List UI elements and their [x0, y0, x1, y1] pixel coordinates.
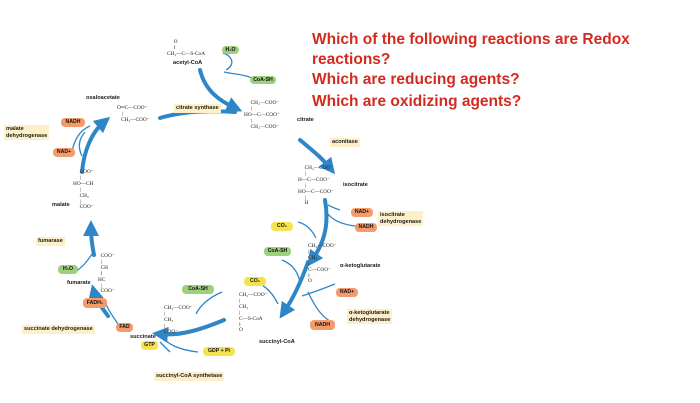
isocitrate-structure: CH₂—COO⁻ | H—C—COO⁻ | HO—C—COO⁻ | H	[298, 165, 334, 207]
malate-structure: COO⁻ | HO—CH | CH₂ | COO⁻	[73, 169, 94, 211]
arrow-isocitrate-dh	[307, 198, 329, 267]
acetyl-coa-structure: O ‖ CH₃—C—S-CoA	[167, 39, 206, 57]
h2o-top-pill: H₂O	[222, 46, 239, 54]
isocitrate-label: isocitrate	[343, 182, 368, 188]
ketoglutarate-label: α-ketoglutarate	[340, 263, 381, 269]
fadh2-pill: FADH₂	[83, 298, 107, 308]
citrate-label: citrate	[297, 117, 314, 123]
succinate-label: succinate	[130, 334, 156, 340]
kg-dehydrogenase-label: α-ketoglutarate dehydrogenase	[347, 309, 393, 324]
arrow-succinyl-coa-synthetase	[152, 318, 226, 343]
gdp-pi-pill: GDP + Pi	[203, 347, 235, 356]
malate-nad-pill: NAD+	[53, 148, 75, 157]
ketoglutarate-structure: CH₂—COO⁻ | CH₂ | C—COO⁻ ‖ O	[308, 243, 337, 285]
coa-sh-top-pill: CoA-SH	[250, 76, 276, 84]
kg-nadh-pill: NADH	[310, 320, 335, 330]
arrow-citrate-synthase	[198, 68, 243, 112]
malate-nadh-pill: NADH	[61, 118, 85, 127]
question-line-2: reactions?	[312, 51, 391, 68]
isocitrate-nadh-pill: NADH	[355, 223, 377, 232]
arrow-fumarase	[83, 220, 100, 257]
citrate-synthase-label: citrate synthase	[174, 104, 221, 113]
succinyl-coa-label: succinyl-CoA	[259, 339, 295, 345]
fumarate-structure: COO⁻ | CH ‖ HC | COO⁻	[98, 253, 115, 295]
isocitrate-nad-pill: NAD+	[351, 208, 373, 217]
succinyl-coa-synthetase-label: succinyl-CoA synthetase	[154, 372, 225, 381]
fad-pill: FAD	[116, 323, 133, 332]
kg-nad-pill: NAD+	[336, 288, 358, 297]
oxaloacetate-structure: O═C—COO⁻ | CH₂—COO⁻	[117, 105, 150, 123]
isocitrate-co2-pill: CO₂	[271, 222, 293, 231]
oxaloacetate-label: oxaloacetate	[86, 95, 120, 101]
coa-sh-mid-pill: CoA-SH	[264, 247, 291, 256]
gtp-pill: GTP	[141, 341, 158, 350]
citrate-structure: CH₂—COO⁻ | HO—C—COO⁻ | CH₂—COO⁻	[244, 100, 280, 130]
acetyl-coa-label: acetyl-CoA	[173, 60, 203, 66]
succinate-dehydrogenase-label: succinate dehydrogenase	[22, 325, 95, 334]
question-line-3: Which are reducing agents?	[312, 71, 520, 88]
arrow-kg-dh	[279, 260, 310, 319]
arrow-aconitase	[298, 138, 335, 175]
fumarase-label: fumarase	[36, 237, 65, 246]
arrow-malate-dh	[80, 116, 111, 174]
question-line-4: Which are oxidizing agents?	[312, 93, 522, 110]
fumarase-h2o-pill: H₂O	[58, 265, 78, 274]
malate-label: malate	[52, 202, 70, 208]
question-line-1: Which of the following reactions are Red…	[312, 31, 630, 48]
synthetase-coa-sh-pill: CoA-SH	[182, 285, 214, 294]
succinate-structure: CH₂—COO⁻ | CH₂ | COO⁻	[164, 305, 193, 335]
kg-co2-pill: CO₂	[244, 277, 266, 286]
succinyl-coa-structure: CH₂—COO⁻ | CH₂ | C—S-CoA ‖ O	[239, 292, 268, 334]
aconitase-label: aconitase	[330, 138, 360, 147]
malate-dehydrogenase-label: malate dehydrogenase	[4, 125, 50, 140]
fumarate-label: fumarate	[67, 280, 91, 286]
isocitrate-dehydrogenase-label: isocitrate dehydrogenase	[378, 211, 424, 226]
